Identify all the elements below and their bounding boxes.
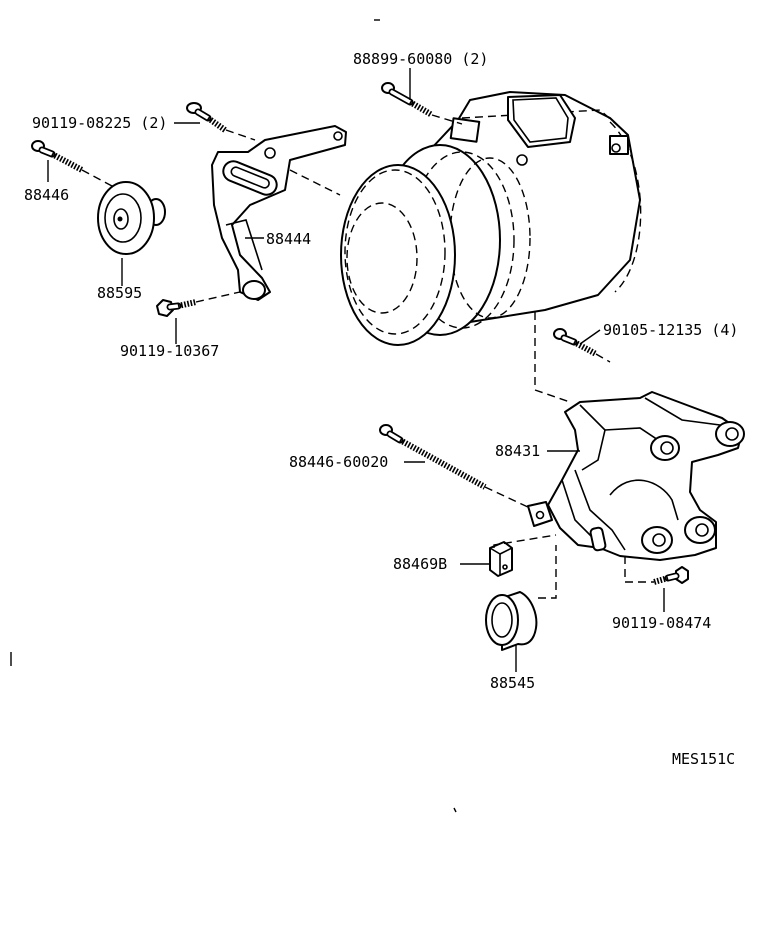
label-88469B: 88469B bbox=[393, 555, 447, 573]
bushing-88545 bbox=[485, 591, 538, 651]
label-88446: 88446 bbox=[24, 186, 69, 204]
compressor bbox=[340, 91, 642, 346]
bolt-88446-60020 bbox=[379, 424, 487, 490]
bolt-88446 bbox=[31, 140, 84, 173]
label-88545: 88545 bbox=[490, 674, 535, 692]
bolt-90119-08225 bbox=[186, 102, 227, 133]
bolt-90119-10367 bbox=[156, 299, 197, 317]
adjusting-bar-88444 bbox=[211, 125, 347, 301]
label-88431: 88431 bbox=[495, 442, 540, 460]
label-88444: 88444 bbox=[266, 230, 311, 248]
label-90119-08225: 90119-08225 (2) bbox=[32, 114, 167, 132]
drawing-code: MES151C bbox=[672, 750, 735, 768]
bracket-88431 bbox=[527, 391, 745, 561]
part-labels: 88899-60080 (2) 90119-08225 (2) 88446 88… bbox=[24, 50, 738, 768]
label-90119-10367: 90119-10367 bbox=[120, 342, 219, 360]
label-88595: 88595 bbox=[97, 284, 142, 302]
label-90119-08474: 90119-08474 bbox=[612, 614, 711, 632]
scan-specks bbox=[10, 19, 457, 813]
idler-pulley-88595 bbox=[97, 181, 166, 255]
label-90105-12135: 90105-12135 (4) bbox=[603, 321, 738, 339]
bolt-90119-08474 bbox=[653, 566, 689, 585]
leader-lines bbox=[47, 68, 665, 672]
assembly-lines bbox=[81, 114, 654, 599]
bolt-88899-60080 bbox=[381, 82, 434, 118]
label-88446-60020: 88446-60020 bbox=[289, 453, 388, 471]
block-88469B bbox=[489, 541, 513, 577]
bolt-90105-12135 bbox=[553, 328, 598, 357]
label-88899-60080: 88899-60080 (2) bbox=[353, 50, 488, 68]
